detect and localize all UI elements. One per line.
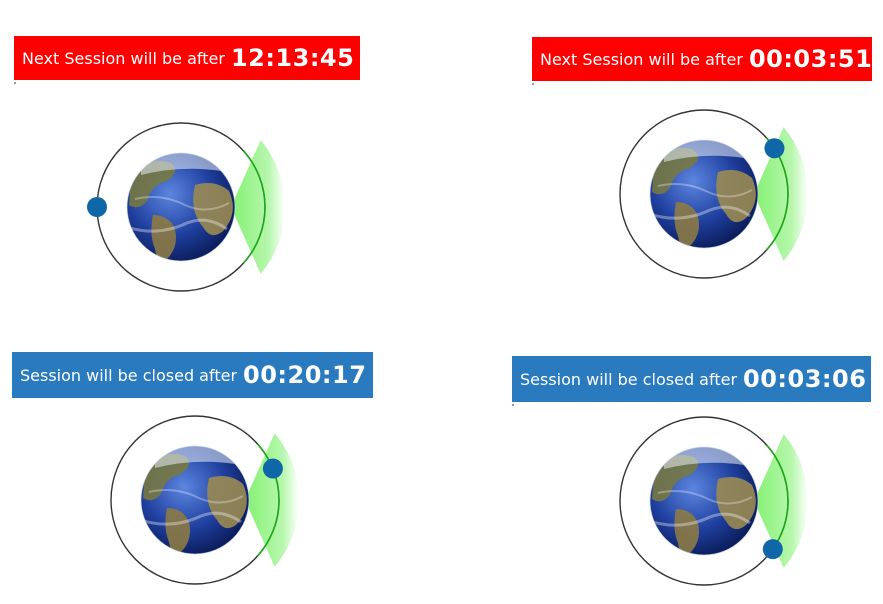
coverage-cone: [245, 433, 299, 567]
countdown-label: Session will be closed after: [20, 365, 238, 385]
satellite-dot: [262, 458, 283, 479]
banner-anchor: [512, 404, 514, 406]
coverage-cone: [754, 127, 809, 261]
countdown-time: 12:13:45: [230, 44, 355, 72]
banner-anchor: [14, 82, 16, 84]
earth-globe: [650, 140, 758, 248]
satellite-dot: [764, 138, 785, 159]
satellite-dot: [762, 539, 783, 560]
countdown-banner: Next Session will be after 12:13:45: [14, 36, 360, 80]
earth-globe: [127, 153, 235, 261]
satellite-dot: [87, 197, 107, 217]
countdown-label: Next Session will be after: [540, 49, 743, 69]
countdown-time: 00:20:17: [243, 361, 367, 389]
earth-globe: [141, 446, 249, 554]
coverage-arc: [256, 443, 280, 557]
coverage-arc: [242, 150, 266, 264]
countdown-label: Session will be closed after: [520, 369, 738, 389]
countdown-banner: Session will be closed after 00:20:17: [12, 352, 373, 398]
earth-globe: [650, 447, 758, 555]
countdown-time: 00:03:06: [743, 365, 867, 393]
countdown-label: Next Session will be after: [22, 48, 225, 68]
countdown-banner: Next Session will be after 00:03:51: [532, 37, 872, 81]
countdown-banner: Session will be closed after 00:03:06: [512, 356, 871, 402]
coverage-cone: [754, 434, 809, 568]
coverage-cone: [231, 140, 285, 274]
countdown-time: 00:03:51: [748, 45, 873, 73]
banner-anchor: [532, 83, 534, 85]
